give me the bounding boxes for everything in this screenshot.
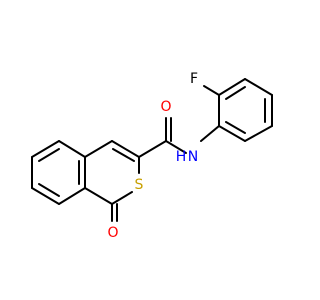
atom-label-sulfur: S — [135, 177, 144, 193]
bond-c6-c7 — [84, 140, 113, 158]
bond-c3-c4 — [31, 187, 60, 205]
bond-c9-c5 — [84, 187, 113, 205]
atom-label-fluorine: F — [190, 71, 198, 87]
atom-labels: F O N H S O — [107, 71, 198, 241]
molecule-structure-diagram: F O N H S O — [31, 71, 273, 241]
bond-c14-c15 — [244, 125, 273, 142]
bond-c11-f — [203, 85, 220, 96]
bond-aryl-inner-3 — [225, 121, 246, 134]
bond-n-c10 — [200, 125, 220, 142]
bond-c6-c1 — [58, 140, 86, 158]
bond-c1-c2 — [31, 140, 60, 158]
atom-label-ketone-oxygen: O — [107, 225, 118, 241]
atom-label-amide-oxygen: O — [160, 99, 171, 115]
bond-benzene-inner-1 — [38, 148, 60, 162]
bond-camide-n — [165, 140, 187, 154]
atom-label-hydrogen: H — [176, 149, 187, 165]
atom-label-nitrogen: N — [188, 149, 198, 165]
bond-benzene-inner-2 — [38, 183, 60, 197]
bond-c12-c13 — [244, 78, 273, 96]
bond-c7-c8-double — [112, 148, 135, 162]
bond-c11-c12 — [218, 78, 246, 96]
bond-c8-camide — [138, 140, 167, 158]
bond-s-c9 — [111, 191, 133, 205]
bond-c4-c5 — [58, 187, 86, 205]
bond-c15-c10 — [218, 125, 246, 142]
bond-c7-c8 — [111, 140, 140, 158]
bonds — [31, 78, 273, 222]
bond-aryl-inner-1 — [225, 86, 246, 100]
